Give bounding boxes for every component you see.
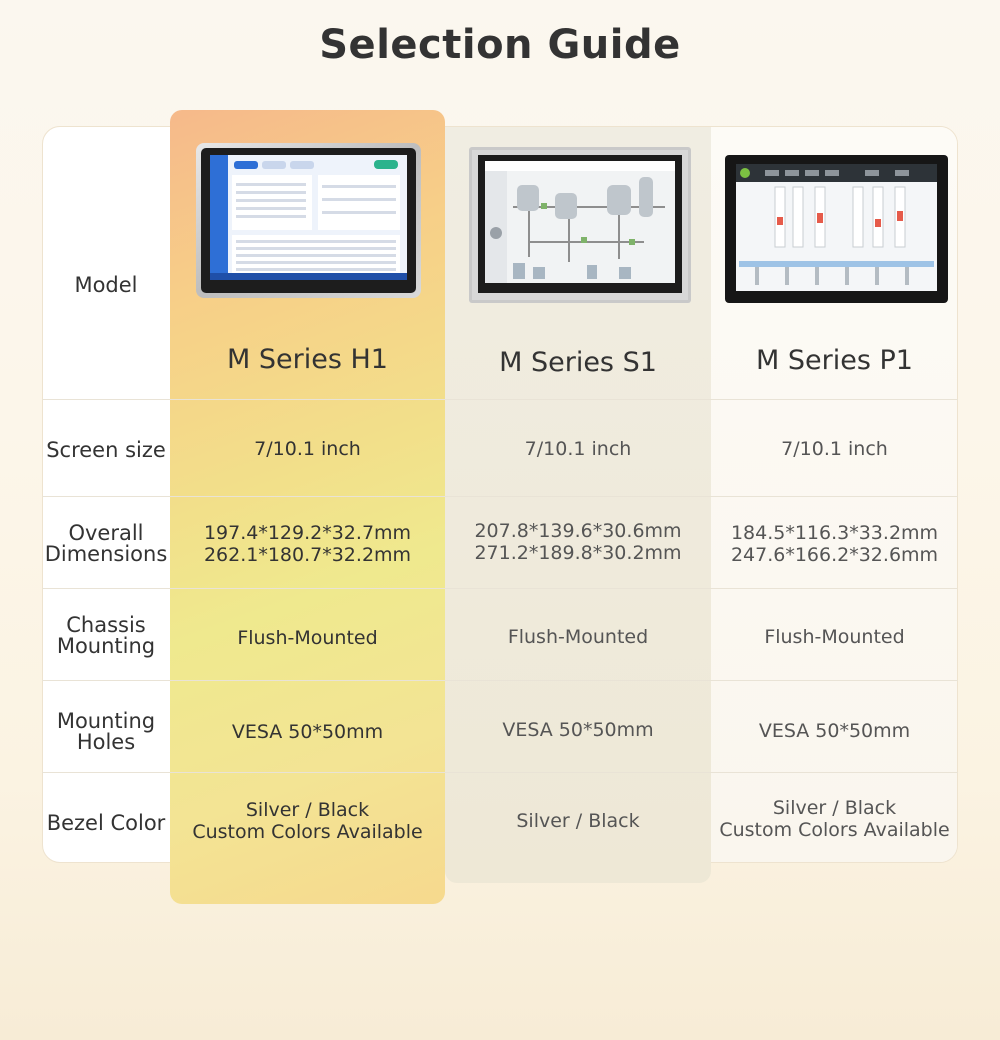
- s1-chassis-mounting: Flush-Mounted: [507, 625, 649, 648]
- model-name-s1: M Series S1: [499, 347, 657, 378]
- row-divider: [42, 399, 958, 400]
- s1-device-image: [469, 147, 691, 303]
- h1-chassis-mounting: Flush-Mounted: [237, 626, 378, 649]
- model-name-h1: M Series H1: [227, 344, 388, 375]
- model-name-p1: M Series P1: [756, 345, 913, 376]
- p1-mounting-holes: VESA 50*50mm: [758, 719, 911, 742]
- page-title: Selection Guide: [319, 22, 681, 68]
- row-divider: [42, 496, 958, 497]
- p1-screen-size: 7/10.1 inch: [781, 437, 888, 460]
- s1-screen-size: 7/10.1 inch: [524, 437, 632, 460]
- row-divider: [42, 588, 958, 589]
- row-label-bezel-color: Bezel Color: [46, 810, 166, 835]
- p1-device-image: [725, 155, 948, 303]
- p1-chassis-mounting: Flush-Mounted: [764, 625, 905, 648]
- h1-device-image: [196, 143, 421, 298]
- h1-mounting-holes: VESA 50*50mm: [231, 720, 384, 743]
- s1-mounting-holes: VESA 50*50mm: [502, 718, 654, 741]
- s1-bezel-color: Silver / Black: [516, 810, 640, 832]
- h1-screen-size: 7/10.1 inch: [254, 437, 361, 460]
- row-divider: [42, 772, 958, 773]
- row-divider: [42, 680, 958, 681]
- row-label-screen-size: Screen size: [46, 437, 166, 462]
- row-label-model: Model: [74, 272, 138, 297]
